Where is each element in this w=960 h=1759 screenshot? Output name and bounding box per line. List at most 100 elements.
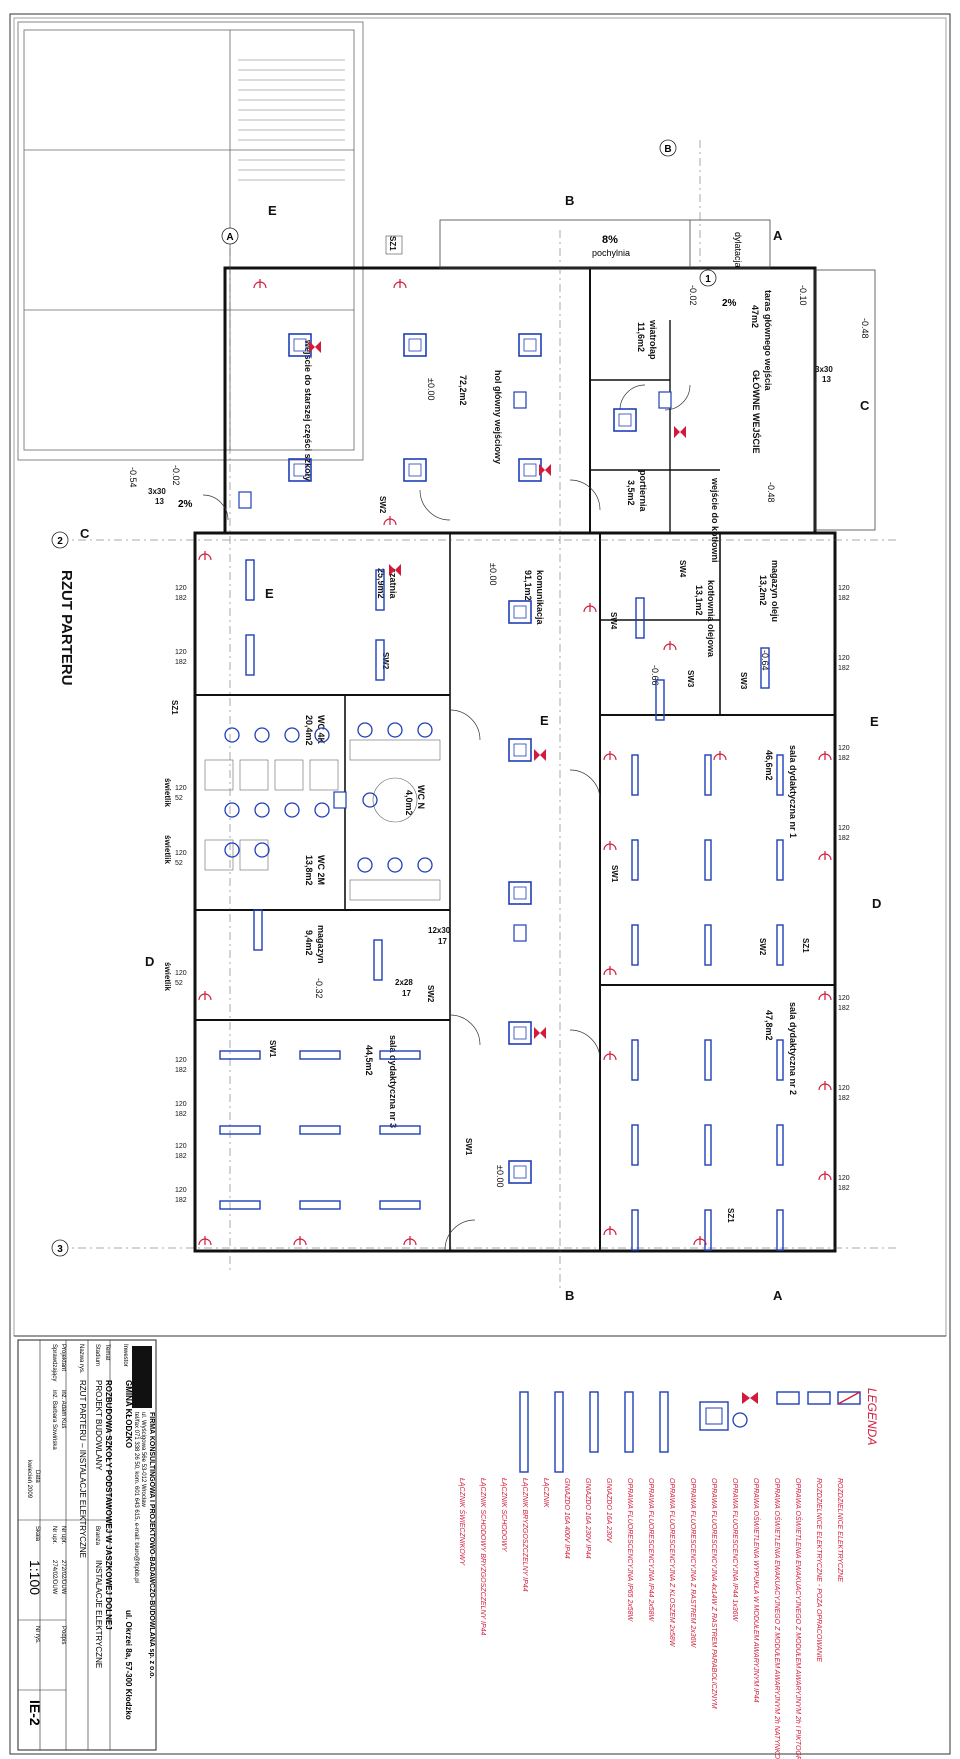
fluorescent-lamp-icon xyxy=(245,559,255,601)
win-left-3a: 120 xyxy=(175,785,187,792)
fluorescent-lamp-icon xyxy=(631,1039,639,1081)
win-left-7a: 120 xyxy=(175,1101,187,1108)
fluorescent-lamp-icon xyxy=(375,569,385,611)
round-lamp-icon xyxy=(417,722,433,738)
tb-date: kwiecień 2009 xyxy=(26,1460,32,1499)
power-outlet-icon xyxy=(663,641,677,651)
round-lamp-icon xyxy=(357,722,373,738)
entrance-terrace xyxy=(439,219,876,531)
label-sw3-b: SW3 xyxy=(739,672,748,690)
fluorescent-lamp-icon xyxy=(704,1039,712,1081)
fluorescent-lamp-icon xyxy=(776,924,784,966)
stairs-entrance-b: 13 xyxy=(822,375,831,384)
label-skylight-1: świetlik xyxy=(163,778,172,807)
room-class2-name: sala dydaktyczna nr 2 xyxy=(788,1002,798,1095)
power-outlet-icon xyxy=(198,991,212,1001)
round-lamp-icon xyxy=(254,842,270,858)
legend-fluo-raster-icon xyxy=(589,1391,599,1453)
label-sz1-top: SZ1 xyxy=(388,236,397,251)
tb-designer: inż. Adam Kuś xyxy=(60,1390,66,1428)
label-sw4-b: SW4 xyxy=(609,612,618,630)
win-left-8b: 182 xyxy=(175,1153,187,1160)
room-windlobby-area: 11,6m2 xyxy=(636,322,646,352)
tb-nr-upr-label-2: Nr upr. xyxy=(51,1526,57,1544)
ceiling-lamp-icon xyxy=(403,333,427,357)
tb-scale-label: Skala xyxy=(34,1526,40,1542)
legend-item-label: ROZDZIELNICE ELEKTRYCZNE - POZA OPRACOWA… xyxy=(815,1478,822,1662)
tb-drawing: RZUT PARTERU – INSTALACJE ELEKTRYCZNE xyxy=(78,1380,87,1558)
fluorescent-lamp-icon xyxy=(219,1125,261,1135)
level-class3: ±0.00 xyxy=(495,1165,505,1187)
room-storage-name: magazyn xyxy=(316,925,326,964)
tb-subject-label: Temat xyxy=(104,1344,110,1361)
tb-investor: GMINA KŁODZKO xyxy=(124,1380,133,1448)
room-wc4k-name: WC 4K xyxy=(316,715,326,745)
label-sw1-corridor: SW1 xyxy=(610,865,619,883)
room-cloakroom-area: 25,9m2 xyxy=(376,568,386,599)
fluorescent-lamp-icon xyxy=(704,754,712,796)
switch-panel-icon xyxy=(333,791,347,809)
level-hall: ±0.00 xyxy=(426,378,436,400)
label-sw4-a: SW4 xyxy=(678,560,687,578)
label-sw2-hall: SW2 xyxy=(378,496,387,514)
win-right-5a: 120 xyxy=(838,995,850,1002)
win-right-7a: 120 xyxy=(838,1175,850,1182)
fluorescent-lamp-icon xyxy=(379,1050,421,1060)
round-lamp-icon xyxy=(387,857,403,873)
legend-emergency-icon xyxy=(776,1391,800,1405)
tb-branch: INSTALACJE ELEKTRYCZNE xyxy=(94,1560,103,1668)
emergency-lamp-icon xyxy=(674,426,686,438)
tb-subject: ROZBUDOWA SZKOŁY PODSTAWOWEJ W JASZKOWEJ… xyxy=(104,1380,113,1630)
level-corridor: ±0.00 xyxy=(488,563,498,585)
legend-item-label: OPRAWA FLUORESCENCYJNA IP44 2x58W xyxy=(647,1478,654,1623)
section-c-right: C xyxy=(860,398,870,413)
legend-item-label: OPRAWA FLUORESCENCYJNA 4x14W Z RASTREM P… xyxy=(710,1478,717,1709)
level-032: -0.32 xyxy=(314,978,324,999)
room-class1-area: 46,6m2 xyxy=(764,750,774,781)
legend-item-label: OPRAWA OŚWIETLENIA EWAKUACYJNEGO Z MODUŁ… xyxy=(794,1478,803,1759)
ceiling-lamp-icon xyxy=(508,600,532,624)
room-class3-name: sala dydaktyczna nr 3 xyxy=(388,1035,398,1128)
legend-item-label: OPRAWA FLUORESCENCYJNA IP65 2x58W xyxy=(626,1478,633,1623)
power-outlet-icon xyxy=(693,1236,707,1246)
fluorescent-lamp-icon xyxy=(219,1050,261,1060)
legend-item-label: OPRAWA FLUORESCENCYJNA Z KLOSZEM 2x58W xyxy=(668,1478,675,1648)
section-d-left: D xyxy=(145,954,154,969)
ceiling-lamp-icon xyxy=(613,408,637,432)
win-right-1b: 182 xyxy=(838,595,850,602)
axis-1: 1 xyxy=(705,274,711,285)
ceiling-lamp-inner xyxy=(513,1165,527,1179)
tb-branch-label: Branża xyxy=(94,1526,100,1546)
win-left-6b: 182 xyxy=(175,1067,187,1074)
stairs-entrance-a: 3x30 xyxy=(815,365,833,374)
switch-panel-icon xyxy=(658,391,672,409)
expansion-joint: dylatacja xyxy=(733,232,743,268)
legend-item-label: ROZDZIELNICE ELEKTRYCZNE xyxy=(836,1478,843,1582)
room-wcn-area: 4,0m2 xyxy=(404,790,414,816)
legend-title: LEGENDA xyxy=(865,1388,879,1445)
round-lamp-icon xyxy=(362,792,378,808)
room-porter-area: 3,5m2 xyxy=(626,480,636,506)
stairs-inner-a: 12x30 xyxy=(428,926,451,935)
company-logo xyxy=(132,1346,152,1408)
tb-no-upr1: 272/02/DUW xyxy=(60,1560,66,1595)
power-outlets xyxy=(198,279,832,1246)
lighting-fixtures xyxy=(219,333,784,1251)
room-oil-store-area: 13,2m2 xyxy=(758,575,768,606)
grid-bubbles: A B 1 2 3 xyxy=(51,139,717,1257)
legend-item-label: OPRAWA OŚWIETLENIA WYPUKŁA W MODUŁEM AWA… xyxy=(752,1478,761,1703)
fluorescent-lamp-icon xyxy=(299,1125,341,1135)
fluorescent-lamp-icon xyxy=(631,1124,639,1166)
tb-stage: PROJEKT BUDOWLANY xyxy=(94,1380,103,1471)
room-cloakroom-name: szatnia xyxy=(388,568,398,600)
win-left-1b: 182 xyxy=(175,595,187,602)
room-taras-area: 47m2 xyxy=(750,305,760,328)
slope-2pct-top: 2% xyxy=(722,298,737,309)
round-lamp-icon xyxy=(284,727,300,743)
fluorescent-lamp-icon xyxy=(245,634,255,676)
room-wc2m-name: WC 2M xyxy=(316,855,326,885)
ceiling-lamp-icon xyxy=(288,458,312,482)
win-right-3a: 120 xyxy=(838,745,850,752)
win-right-4a: 120 xyxy=(838,825,850,832)
ceiling-lamp-icon xyxy=(508,881,532,905)
